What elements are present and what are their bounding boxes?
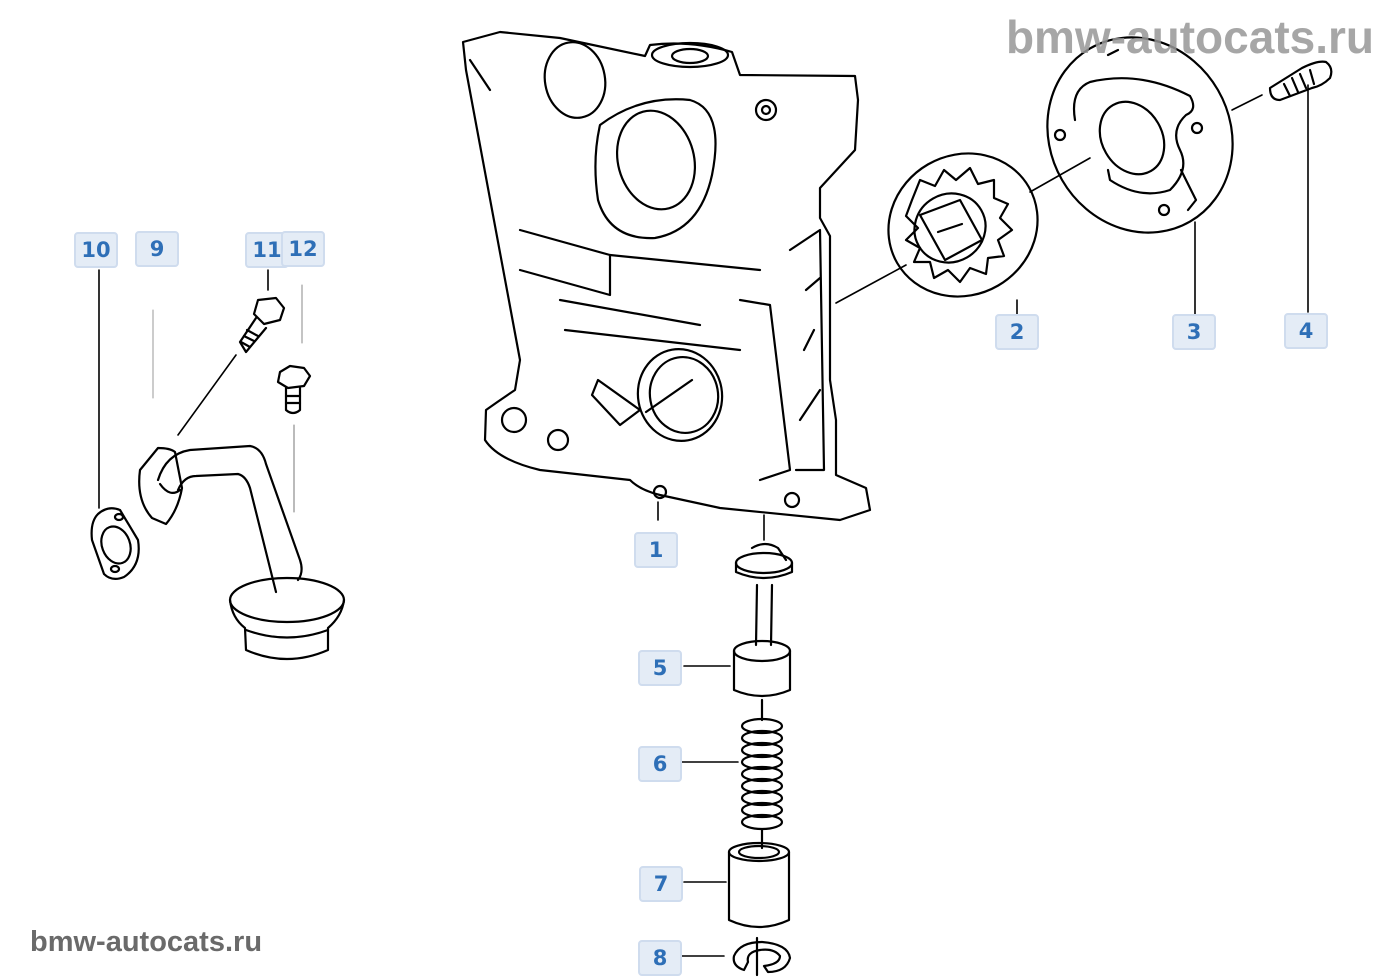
callout-4[interactable]: 4 [1284,313,1328,349]
axis-line-pipe [178,355,236,435]
callout-10[interactable]: 10 [74,232,118,268]
relief-piston-part [734,544,792,696]
hex-bolt-long-part [240,298,284,352]
callout-5[interactable]: 5 [638,650,682,686]
callout-9[interactable]: 9 [135,231,179,267]
gasket-part [92,508,139,579]
callout-1[interactable]: 1 [634,532,678,568]
watermark-bottom: bmw-autocats.ru [30,926,263,958]
screw-part [1270,62,1331,100]
callout-7[interactable]: 7 [639,866,683,902]
inner-rotor-part [862,126,1064,323]
callout-2[interactable]: 2 [995,314,1039,350]
callout-8[interactable]: 8 [638,940,682,976]
compression-spring-part [742,700,782,848]
callout-6[interactable]: 6 [638,746,682,782]
suction-pipe-part [139,446,344,659]
callout-3[interactable]: 3 [1172,314,1216,350]
sleeve-part [729,843,789,927]
hex-bolt-short-part [278,366,310,413]
leader-lines [99,85,1308,956]
spring-coils [742,719,782,829]
watermark-top: bmw-autocats.ru [1005,11,1374,63]
pump-cover-part [1012,3,1268,266]
callout-12[interactable]: 12 [281,231,325,267]
circlip-part [734,938,790,975]
axis-line-pump-3 [1232,95,1262,110]
axis-line-pump [836,265,906,303]
front-cover-housing-part [463,32,870,520]
